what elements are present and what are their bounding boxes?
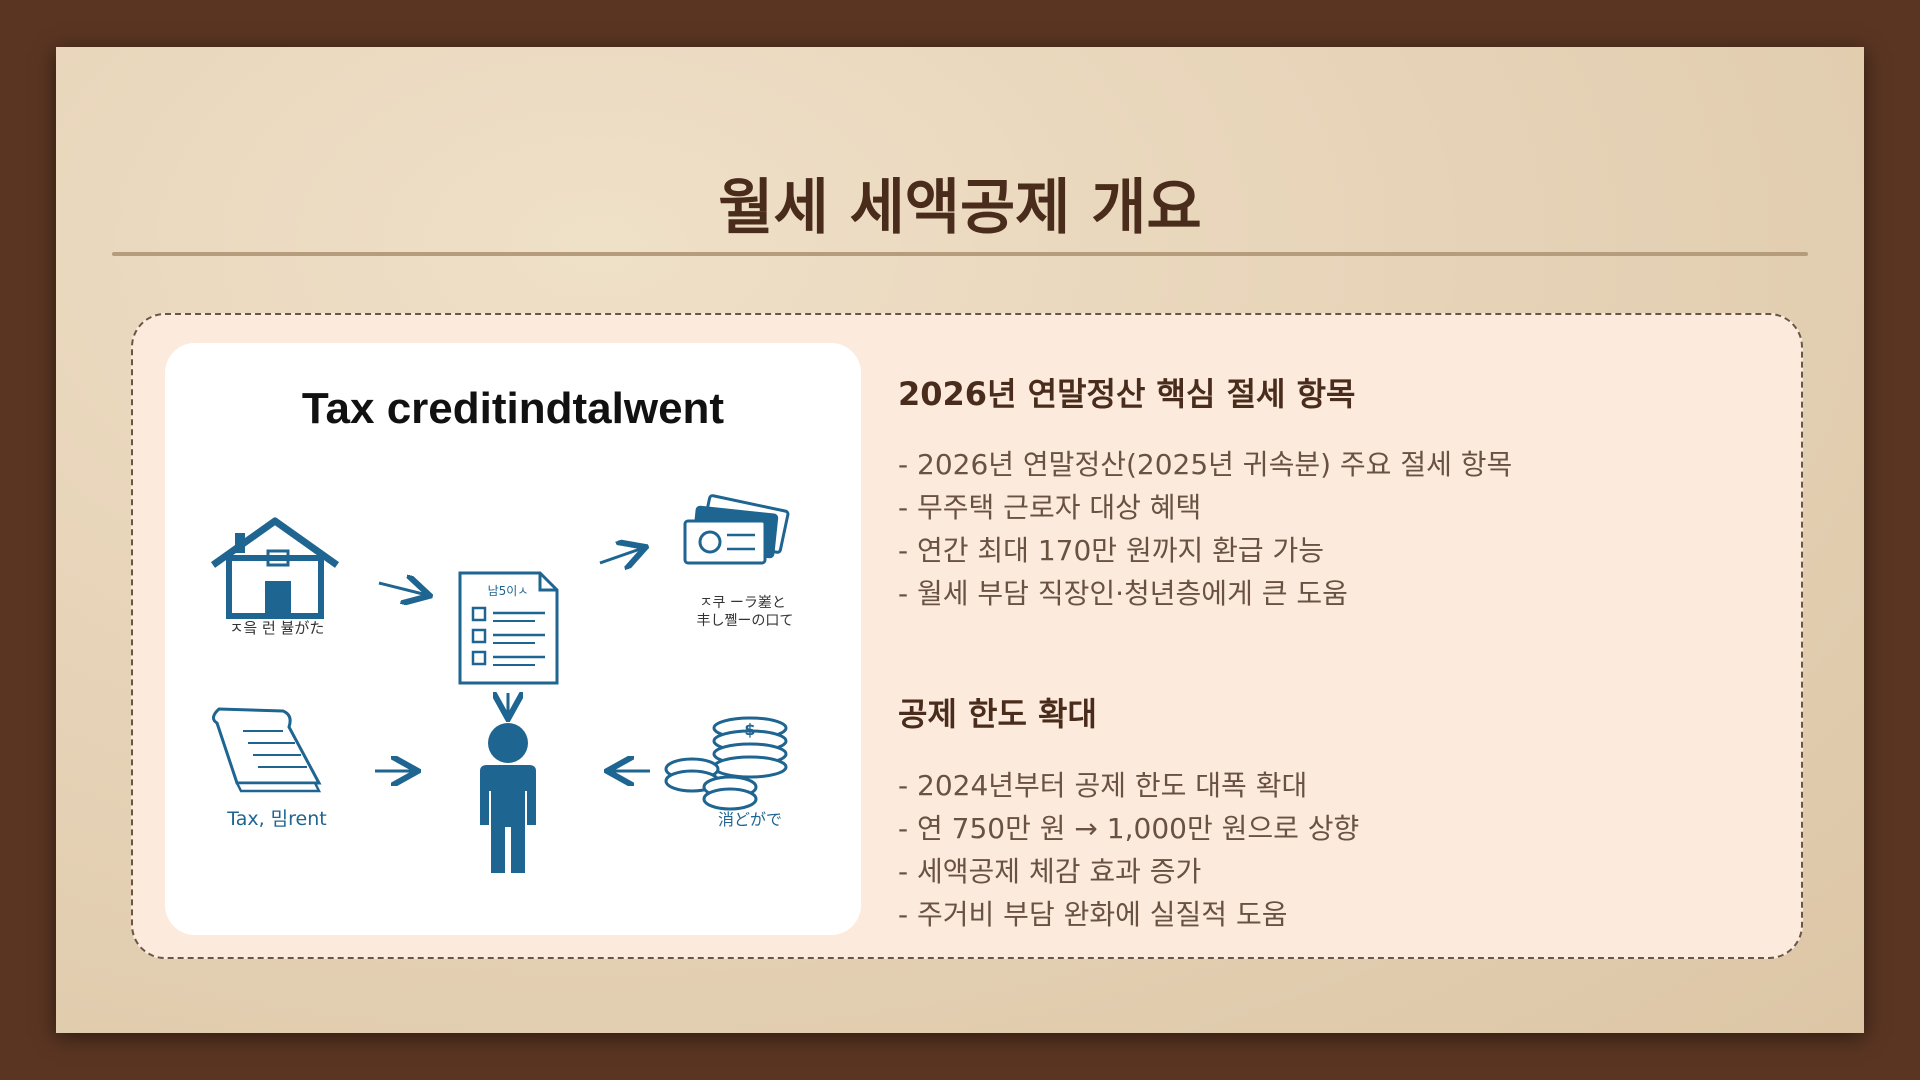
text-column: 2026년 연말정산 핵심 절세 항목 - 2026년 연말정산(2025년 귀… (898, 375, 1758, 936)
bullet-item: - 2024년부터 공제 한도 대폭 확대 (898, 768, 1308, 802)
bullet-item: - 세액공제 체감 효과 증가 (898, 854, 1202, 888)
arrow-doc-to-money (599, 548, 643, 563)
section-heading: 2026년 연말정산 핵심 절세 항목 (898, 375, 1356, 413)
title-divider (112, 252, 1808, 256)
bullet-item: - 2026년 연말정산(2025년 귀속분) 주요 절세 항목 (898, 448, 1513, 482)
arrow-house-to-doc (378, 583, 427, 595)
slide: 월세 세액공제 개요 Tax creditindtalwent (56, 47, 1864, 1033)
section-heading: 공제 한도 확대 (898, 695, 1097, 734)
slide-title: 월세 세액공제 개요 (718, 173, 1202, 243)
document-checklist-icon (458, 571, 559, 685)
bullet-item: - 무주택 근로자 대상 혜택 (898, 491, 1202, 525)
bullet-item: - 주거비 부담 완화에 실질적 도움 (898, 897, 1288, 931)
coins-label: 消どがで (718, 810, 782, 829)
content-box: Tax creditindtalwent ㅈ읔 런 뷸がた (131, 313, 1803, 959)
bullet-list: - 2024년부터 공제 한도 대폭 확대 - 연 750만 원 → 1,000… (898, 764, 1758, 936)
illustration-title: Tax creditindtalwent (302, 384, 724, 433)
coins-icon: $ (664, 716, 788, 811)
house-icon (210, 517, 340, 619)
receipt-scroll-icon (212, 707, 322, 793)
bullet-list: - 2026년 연말정산(2025년 귀속분) 주요 절세 항목 - 무주택 근… (898, 443, 1758, 615)
section-limit-expansion: 공제 한도 확대 - 2024년부터 공제 한도 대폭 확대 - 연 750만 … (898, 695, 1758, 935)
bullet-item: - 연간 최대 170만 원까지 환급 가능 (898, 534, 1325, 568)
document-label: 남5이ㅅ (488, 584, 529, 598)
illustration-svg: Tax creditindtalwent ㅈ읔 런 뷸がた (210, 384, 794, 873)
money-bills-icon (683, 494, 790, 565)
svg-text:$: $ (744, 720, 755, 739)
bullet-item: - 월세 부담 직장인·청년층에게 큰 도움 (898, 577, 1348, 611)
bullet-item: - 연 750만 원 → 1,000만 원으로 상향 (898, 811, 1360, 845)
person-icon (480, 723, 536, 873)
tax-credit-illustration: Tax creditindtalwent ㅈ읔 런 뷸がた (165, 343, 861, 935)
house-label: ㅈ읔 런 뷸がた (230, 619, 325, 637)
section-tax-items: 2026년 연말정산 핵심 절세 항목 - 2026년 연말정산(2025년 귀… (898, 375, 1758, 615)
receipt-label: Tax, 밈rent (226, 808, 326, 830)
money-label: ㅈ쿠 ーラ嵳と 丰し쪨ーの口て (697, 595, 794, 629)
